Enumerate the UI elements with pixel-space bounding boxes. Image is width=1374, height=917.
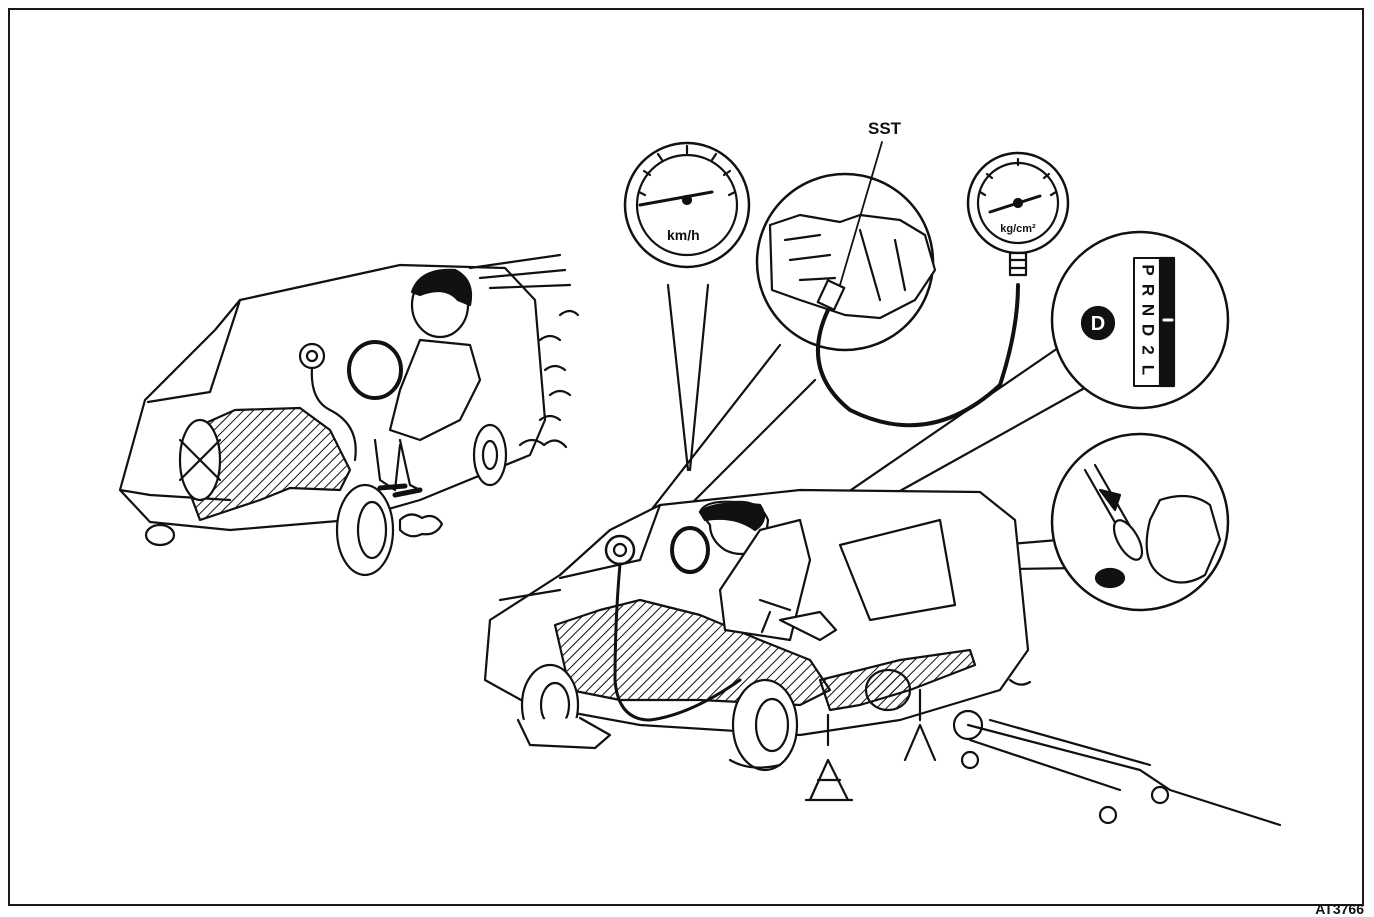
gear-position-2: N: [1139, 304, 1158, 316]
left-vehicle: [118, 253, 580, 577]
brake-callout: [813, 432, 1230, 612]
selected-gear-label: D: [1091, 313, 1105, 335]
pressure-gauge: kg/cm²: [966, 151, 1070, 277]
right-vehicle: [483, 488, 1282, 827]
speedometer-unit-label: km/h: [667, 227, 700, 243]
gear-position-0: P: [1139, 264, 1158, 275]
figure-frame: [8, 8, 1364, 906]
right-driver: [670, 500, 838, 642]
left-driver: [347, 268, 482, 498]
gear-position-3: D: [1139, 324, 1158, 336]
speedometer-callout: km/h: [623, 141, 751, 472]
gear-position-5: L: [1139, 365, 1158, 375]
gear-position-4: 2: [1139, 345, 1158, 354]
figure-code: AT3766: [1315, 901, 1364, 917]
pressure-unit-label: kg/cm²: [1000, 223, 1036, 235]
sst-callout: SST: [618, 119, 1020, 557]
sst-label: SST: [868, 119, 902, 138]
gear-position-1: R: [1139, 284, 1158, 296]
